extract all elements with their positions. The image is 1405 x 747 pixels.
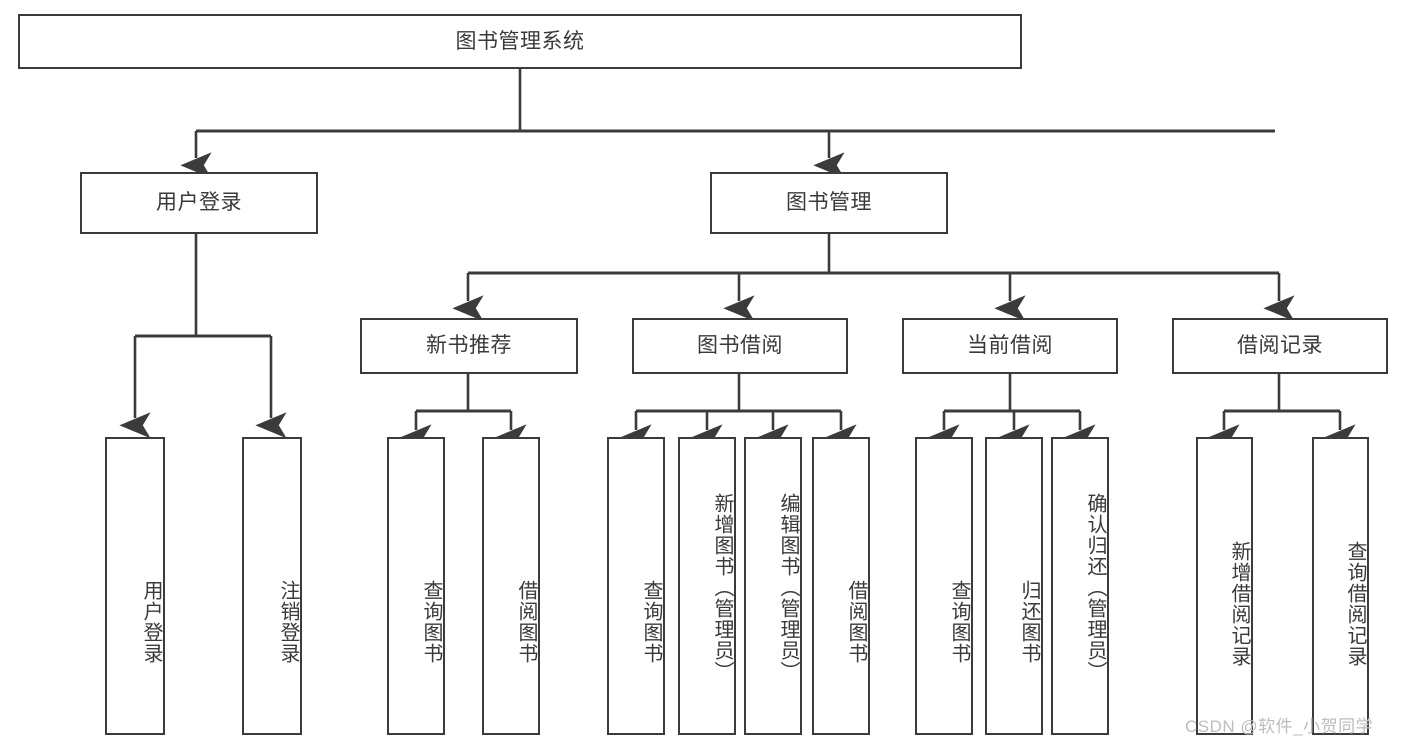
node-label: 查询图书 xyxy=(420,580,442,664)
leaf-borrow-edit-book-admin[interactable]: 编辑图书（管理员） xyxy=(744,437,802,735)
leaf-borrow-query-book[interactable]: 查询图书 xyxy=(607,437,665,735)
node-label: 注销登录 xyxy=(277,580,299,664)
csdn-watermark: CSDN @软件_小贺同学 xyxy=(1185,717,1374,736)
node-label: 当前借阅 xyxy=(967,334,1053,358)
leaf-borrow-borrow-book[interactable]: 借阅图书 xyxy=(812,437,870,735)
leaf-record-query-record[interactable]: 查询借阅记录 xyxy=(1312,437,1369,735)
node-label: 图书借阅 xyxy=(697,334,783,358)
node-label: 借阅记录 xyxy=(1237,334,1323,358)
node-label: 查询图书 xyxy=(948,580,970,664)
node-book-borrow[interactable]: 图书借阅 xyxy=(632,318,848,374)
node-label: 查询借阅记录 xyxy=(1344,541,1366,667)
leaf-current-query-book[interactable]: 查询图书 xyxy=(915,437,973,735)
leaf-borrow-add-book-admin[interactable]: 新增图书（管理员） xyxy=(678,437,736,735)
leaf-current-return-book[interactable]: 归还图书 xyxy=(985,437,1043,735)
node-label: 新书推荐 xyxy=(426,334,512,358)
node-root-system[interactable]: 图书管理系统 xyxy=(18,14,1022,69)
leaf-current-confirm-return-admin[interactable]: 确认归还（管理员） xyxy=(1051,437,1109,735)
node-label: 借阅图书 xyxy=(515,580,537,664)
leaf-record-add-record[interactable]: 新增借阅记录 xyxy=(1196,437,1253,735)
node-new-book-recommend[interactable]: 新书推荐 xyxy=(360,318,578,374)
node-user-login[interactable]: 用户登录 xyxy=(80,172,318,234)
leaf-user-login[interactable]: 用户登录 xyxy=(105,437,165,735)
node-label: 查询图书 xyxy=(640,580,662,664)
node-current-borrow[interactable]: 当前借阅 xyxy=(902,318,1118,374)
node-label: 图书管理系统 xyxy=(455,29,585,53)
leaf-recommend-query-book[interactable]: 查询图书 xyxy=(387,437,445,735)
leaf-recommend-borrow-book[interactable]: 借阅图书 xyxy=(482,437,540,735)
leaf-user-logout[interactable]: 注销登录 xyxy=(242,437,302,735)
node-label: 编辑图书（管理员） xyxy=(777,492,799,682)
node-label: 新增图书（管理员） xyxy=(711,492,733,682)
node-label: 新增借阅记录 xyxy=(1228,541,1250,667)
node-label: 确认归还（管理员） xyxy=(1084,492,1106,682)
node-borrow-record[interactable]: 借阅记录 xyxy=(1172,318,1388,374)
node-label: 用户登录 xyxy=(156,191,242,215)
node-label: 图书管理 xyxy=(786,191,872,215)
node-label: 借阅图书 xyxy=(845,580,867,664)
node-label: 归还图书 xyxy=(1018,580,1040,664)
node-label: 用户登录 xyxy=(140,580,162,664)
node-book-management[interactable]: 图书管理 xyxy=(710,172,948,234)
